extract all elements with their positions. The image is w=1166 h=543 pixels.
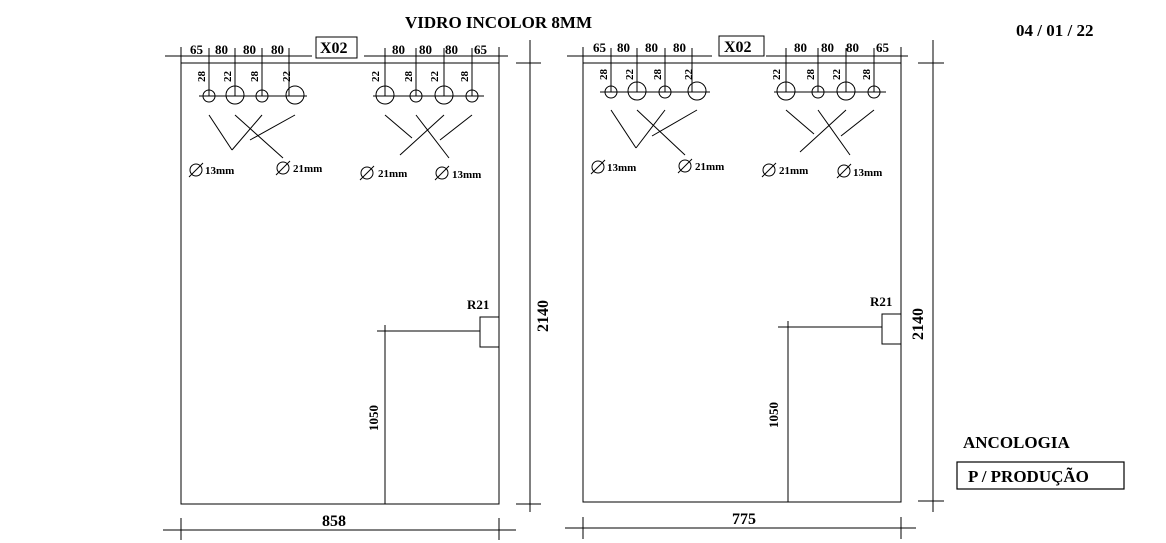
dim-top: 80 <box>445 42 458 57</box>
dim-vert: 28 <box>861 69 873 81</box>
dim-top: 65 <box>474 42 488 57</box>
panel-2 <box>565 35 944 539</box>
client-name: ANCOLOGIA <box>963 433 1070 452</box>
glass-outline-2 <box>582 62 902 503</box>
hole-label: 13mm <box>853 167 882 179</box>
status-label: P / PRODUÇÃO <box>968 467 1089 486</box>
dim-top: 80 <box>846 40 859 55</box>
panel-2-width: 775 <box>732 511 756 528</box>
dim-vert: 22 <box>429 71 441 83</box>
dim-top: 80 <box>215 42 228 57</box>
dim-top: 80 <box>645 40 658 55</box>
drawing-title: VIDRO INCOLOR 8MM <box>405 13 592 32</box>
status-box <box>956 461 1125 490</box>
dim-top: 80 <box>673 40 686 55</box>
dim-top: 80 <box>821 40 834 55</box>
panel-1-width: 858 <box>322 513 346 530</box>
hole-label: 21mm <box>779 165 808 177</box>
panel-1-handle-height: 1050 <box>366 405 381 431</box>
dim-vert: 28 <box>598 69 610 81</box>
hole-label: 21mm <box>293 163 322 175</box>
drawing-date: 04 / 01 / 22 <box>1016 21 1093 40</box>
hole-label: 13mm <box>205 165 234 177</box>
panel-1-radius: R21 <box>467 297 489 312</box>
dim-top: 80 <box>617 40 630 55</box>
dim-top: 65 <box>190 42 204 57</box>
hole-label: 13mm <box>607 162 636 174</box>
dim-vert: 22 <box>683 69 695 81</box>
glass-outline-1 <box>180 62 500 505</box>
panel-1-tag: X02 <box>320 40 348 57</box>
panel-2-radius: R21 <box>870 294 892 309</box>
dim-vert: 28 <box>652 69 664 81</box>
dim-top: 65 <box>876 40 890 55</box>
dim-top: 80 <box>271 42 284 57</box>
hole-label: 21mm <box>695 161 724 173</box>
dim-vert: 22 <box>222 71 234 83</box>
dim-vert: 22 <box>771 69 783 81</box>
dim-vert: 22 <box>370 71 382 83</box>
panel-2-handle-height: 1050 <box>766 402 781 428</box>
panel-1 <box>163 36 541 540</box>
dim-top: 80 <box>419 42 432 57</box>
dim-top: 80 <box>794 40 807 55</box>
dim-vert: 28 <box>403 71 415 83</box>
hole-label: 21mm <box>378 168 407 180</box>
hole-label: 13mm <box>452 169 481 181</box>
panel-2-labels: X02 775 2140 1050 R21 65 80 80 80 80 80 … <box>593 39 927 528</box>
dim-vert: 22 <box>281 71 293 83</box>
dim-vert: 22 <box>831 69 843 81</box>
panel-2-height: 2140 <box>910 308 927 340</box>
dim-vert: 22 <box>624 69 636 81</box>
dim-top: 65 <box>593 40 607 55</box>
panel-1-height: 2140 <box>535 300 552 332</box>
dim-vert: 28 <box>249 71 261 83</box>
panel-1-labels: X02 858 2140 1050 R21 65 80 80 80 80 80 … <box>190 40 552 530</box>
dim-vert: 28 <box>805 69 817 81</box>
dim-top: 80 <box>392 42 405 57</box>
dim-top: 80 <box>243 42 256 57</box>
panel-2-tag: X02 <box>724 39 752 56</box>
dim-vert: 28 <box>459 71 471 83</box>
dim-vert: 28 <box>196 71 208 83</box>
